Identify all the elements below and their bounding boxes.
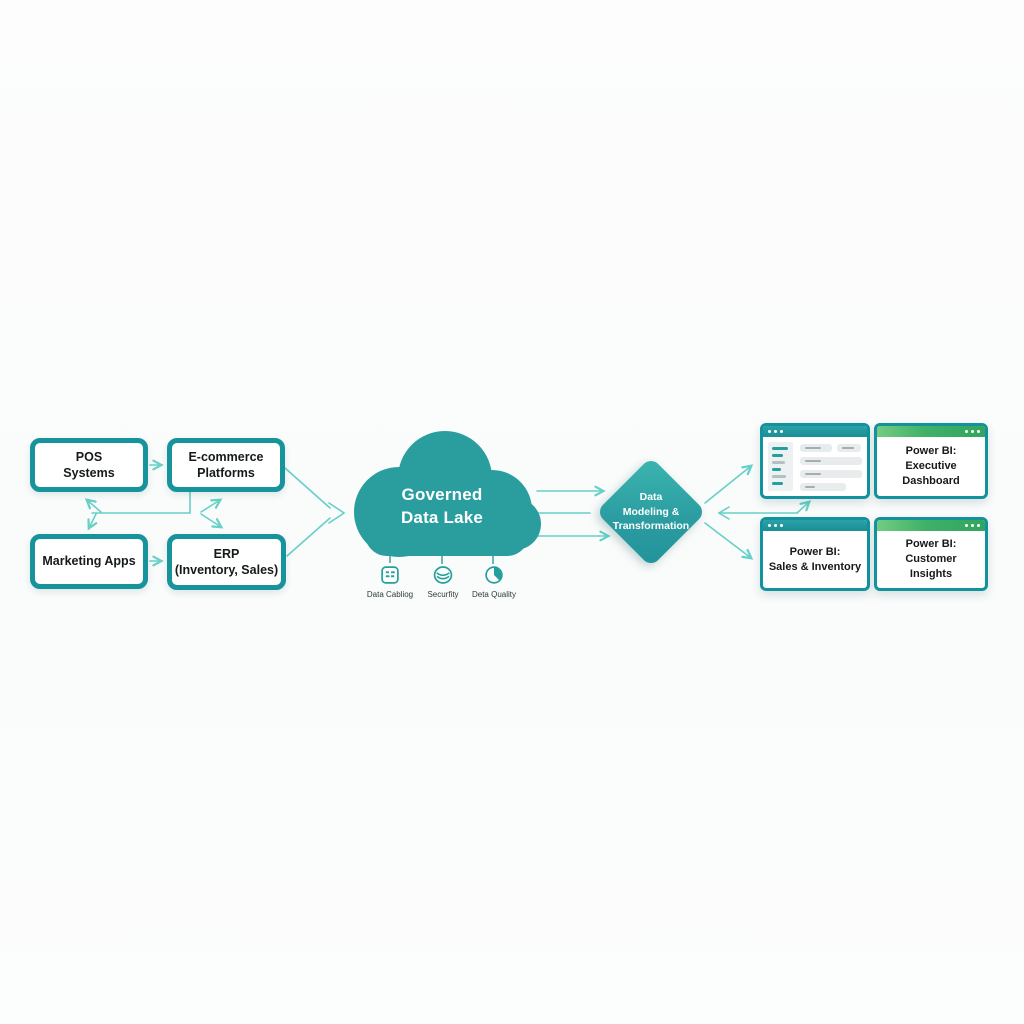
output-label-executive: Power BI: Executive Dashboard [902,445,960,487]
dashboard-pill [800,457,862,465]
dashboard-pill [800,444,832,452]
sidebar-bar [772,482,783,485]
sidebar-bar [772,468,781,471]
catalog-grid-icon [380,565,400,590]
lake-to-transform-arrows [536,485,611,542]
source-box-marketing-apps: Marketing Apps [30,534,148,589]
window-dot-icon [780,524,783,527]
window-dot-icon [965,524,968,527]
governance-item-security: Securfity [408,565,478,600]
window-titlebar [877,426,985,437]
dashboard-mock-rows [800,444,862,491]
window-dot-icon [977,524,980,527]
pill-line [842,447,854,449]
window-dot-icon [768,430,771,433]
window-dot-icon [971,524,974,527]
window-titlebar [763,520,867,531]
pill-line [805,447,821,449]
dashboard-mock-sidebar [768,442,793,491]
dashboard-pill [800,470,862,478]
sidebar-bar [772,461,785,464]
governance-label: Data Cabliog [366,590,414,599]
governance-label: Securfity [427,590,459,599]
window-customer-insights: Power BI: Customer Insights [874,517,988,591]
sidebar-bar [772,447,788,450]
source-box-label: Marketing Apps [42,554,136,569]
pill-line [805,460,821,462]
governance-item-quality: Deta Quality [459,565,529,600]
transformation-diamond: Data Modeling & Transformation [595,456,707,568]
source-box-ecommerce-platforms: E-commerce Platforms [167,438,285,492]
window-executive-dashboard: Power BI: Executive Dashboard [874,423,988,499]
window-dot-icon [774,524,777,527]
data-lake-title: Governed Data Lake [400,485,484,527]
dashboard-mock-row [800,444,862,452]
window-dot-icon [780,430,783,433]
source-box-pos-systems: POS Systems [30,438,148,492]
window-sales-inventory: Power BI: Sales & Inventory [760,517,870,591]
pill-line [805,473,821,475]
data-lake-cloud [354,431,541,557]
security-layers-icon [433,565,453,590]
window-titlebar [763,426,867,437]
source-box-label: E-commerce Platforms [188,449,264,480]
window-dot-icon [971,430,974,433]
window-titlebar [877,520,985,531]
window-dot-icon [977,430,980,433]
sidebar-bar [772,475,786,478]
dashboard-pill [800,483,846,491]
quality-clock-icon [484,565,504,590]
window-executive-dashboard-preview [760,423,870,499]
output-label-customer: Power BI: Customer Insights [905,538,957,580]
source-box-label: POS Systems [63,449,115,480]
source-box-erp: ERP (Inventory, Sales) [167,534,286,590]
governance-item-catalog: Data Cabliog [355,565,425,600]
governance-label: Deta Quality [471,590,517,599]
sidebar-bar [772,454,783,457]
transformation-diamond-inner: Data Modeling & Transformation [612,473,690,551]
window-dot-icon [965,430,968,433]
window-dot-icon [774,430,777,433]
pill-line [805,486,815,488]
dashboard-pill [837,444,861,452]
dashboard-mock [763,437,867,496]
output-label-sales: Power BI: Sales & Inventory [768,545,862,573]
window-dot-icon [768,524,771,527]
transformation-label: Data Modeling & Transformation [612,490,690,533]
source-box-label: ERP (Inventory, Sales) [174,546,279,577]
